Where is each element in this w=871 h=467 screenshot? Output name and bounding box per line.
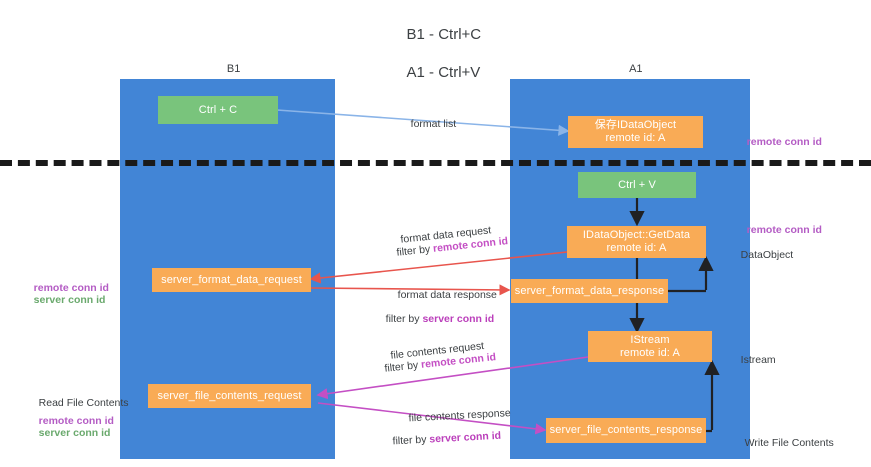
page-title-line2: A1 - Ctrl+V [406, 64, 481, 81]
node-save-idataobject[interactable]: 保存IDataObject remote id: A [568, 116, 703, 148]
annotation-left-remote-conn-id-bot-text: remote conn id [38, 415, 114, 427]
edge-label-file-contents-response-filter-key: server conn id [429, 429, 502, 446]
page-title-line1: B1 - Ctrl+C [406, 26, 482, 43]
annotation-right-remote-conn-id-mid-text: remote conn id [746, 224, 822, 236]
node-idataobject-getdata[interactable]: IDataObject::GetData remote id: A [567, 226, 706, 258]
annotation-left-server-conn-id-bot: server conn id [27, 414, 111, 453]
edge-label-format-data-response-filter-key: server conn id [422, 313, 495, 325]
node-server-format-data-request[interactable]: server_format_data_request [152, 268, 311, 292]
node-save-idataobject-line2: remote id: A [605, 132, 666, 144]
node-ctrl-c-label: Ctrl + C [198, 103, 238, 116]
annotation-left-server-conn-id-mid-text: server conn id [33, 294, 106, 306]
annotation-left-server-conn-id-mid: server conn id [22, 281, 106, 320]
edge-label-file-contents-request-filter-prefix: filter by [383, 358, 422, 375]
node-server-file-contents-response[interactable]: server_file_contents_response [546, 418, 706, 443]
annotation-right-write-file-contents-text: Write File Contents [744, 437, 834, 449]
page-title: B1 - Ctrl+C A1 - Ctrl+V [0, 6, 871, 101]
annotation-right-write-file-contents: Write File Contents [733, 424, 834, 463]
annotation-right-remote-conn-id-top: remote conn id [735, 123, 822, 162]
annotation-left-server-conn-id-bot-text: server conn id [38, 427, 111, 439]
node-ctrl-v-label: Ctrl + V [618, 178, 656, 191]
annotation-right-dataobject: DataObject [729, 236, 794, 275]
node-server-file-contents-response-label: server_file_contents_response [549, 424, 703, 436]
node-server-format-data-response-label: server_format_data_response [514, 284, 665, 297]
annotation-right-istream-text: Istream [740, 354, 776, 366]
node-server-format-data-response[interactable]: server_format_data_response [511, 279, 668, 303]
annotation-right-istream: Istream [729, 341, 776, 380]
edge-label-file-contents-response-filter: filter by server conn id [380, 417, 502, 462]
annotation-left-read-file-contents: Read File Contents [27, 384, 129, 423]
node-istream-line1: IStream [630, 333, 670, 346]
annotation-left-read-file-contents-text: Read File Contents [38, 397, 129, 409]
edge-label-format-list-text: format list [410, 118, 457, 130]
annotation-right-remote-conn-id-mid: remote conn id [735, 211, 822, 250]
edge-label-format-list: format list [399, 105, 457, 144]
node-ctrl-c[interactable]: Ctrl + C [158, 96, 278, 124]
node-save-idataobject-line1: 保存IDataObject [594, 119, 677, 131]
annotation-right-remote-conn-id-top-text: remote conn id [746, 136, 822, 148]
node-idataobject-getdata-line1: IDataObject::GetData [582, 229, 691, 241]
annotation-right-dataobject-text: DataObject [740, 249, 794, 261]
node-server-file-contents-request[interactable]: server_file_contents_request [148, 384, 311, 408]
edge-label-file-contents-response-filter-prefix: filter by [392, 433, 430, 448]
annotation-left-remote-conn-id-mid: remote conn id [22, 269, 109, 308]
annotation-left-remote-conn-id-mid-text: remote conn id [33, 282, 109, 294]
node-server-format-data-request-label: server_format_data_request [161, 273, 302, 286]
node-ctrl-v[interactable]: Ctrl + V [578, 172, 696, 198]
edge-label-file-contents-request-filter-key: remote conn id [420, 351, 497, 371]
edge-label-format-data-request-filter-prefix: filter by [395, 242, 434, 259]
column-header-left-name: B1 [226, 63, 241, 75]
node-istream-line2: remote id: A [620, 346, 680, 359]
edge-label-format-data-response-text: format data response [397, 289, 497, 301]
edge-label-format-data-response: format data response [386, 276, 497, 315]
annotation-left-remote-conn-id-bot: remote conn id [27, 402, 114, 441]
node-server-file-contents-request-label: server_file_contents_request [157, 389, 302, 402]
node-istream[interactable]: IStream remote id: A [588, 331, 712, 362]
phase-divider [0, 160, 871, 166]
node-idataobject-getdata-line2: remote id: A [606, 242, 667, 254]
column-header-right-name: A1 [629, 63, 643, 75]
edge-label-format-data-response-filter: filter by server conn id [374, 300, 495, 339]
edge-label-format-data-request-filter-key: remote conn id [432, 235, 509, 255]
edge-label-format-data-response-filter-prefix: filter by [385, 313, 423, 325]
